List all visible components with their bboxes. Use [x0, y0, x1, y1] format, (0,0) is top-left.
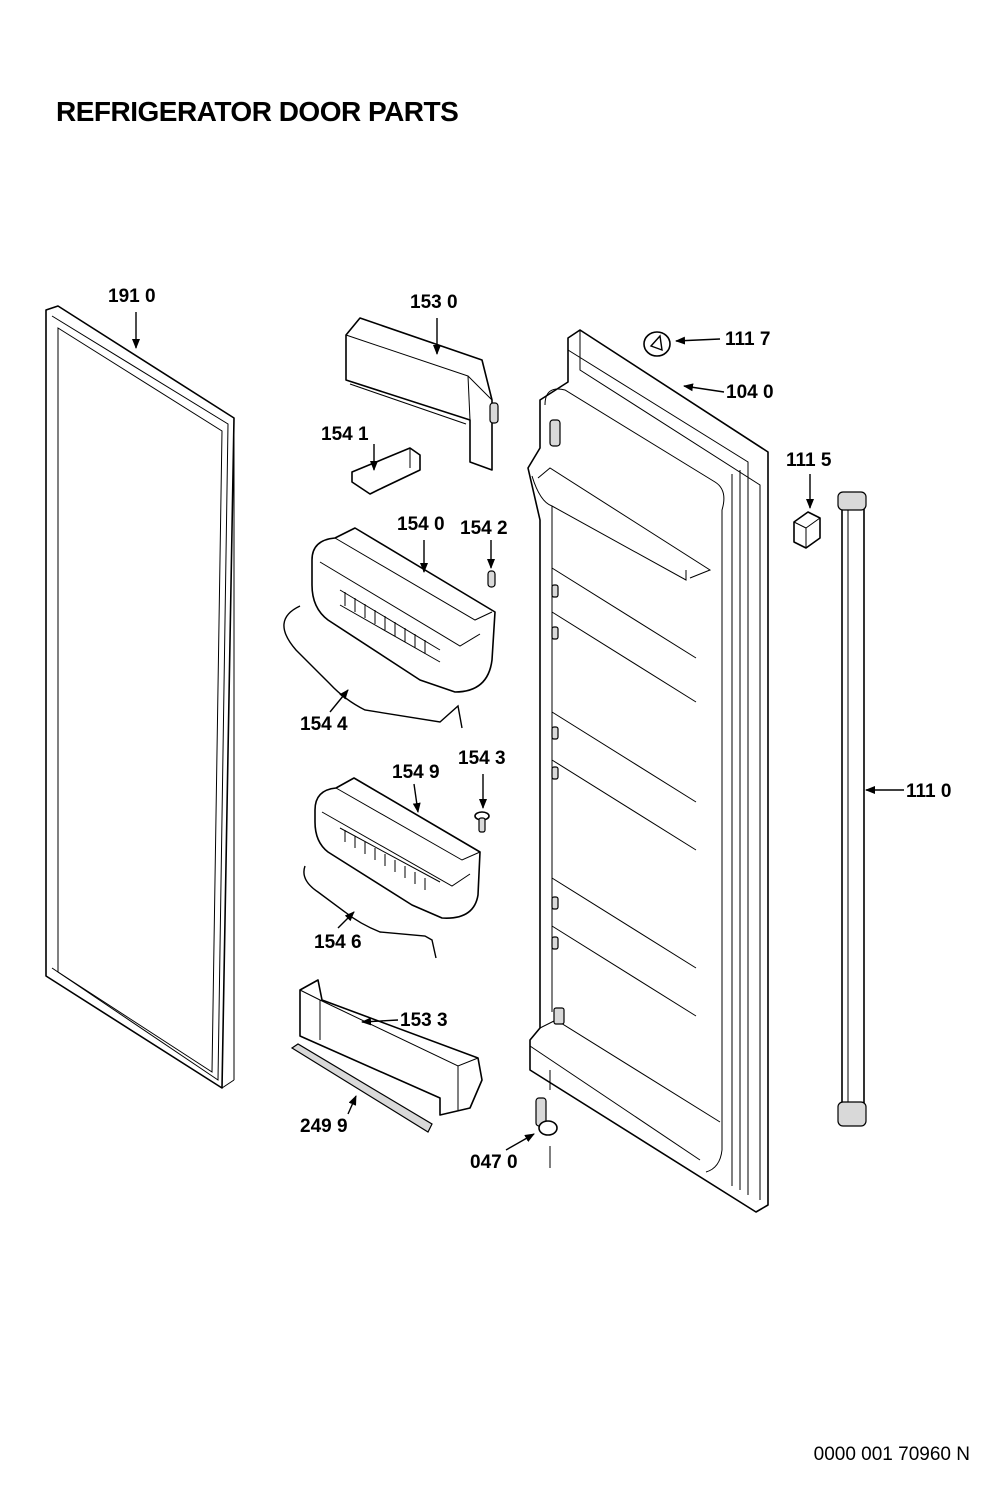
document-id: 0000 001 70960 N: [813, 1444, 970, 1465]
callout-labels: 191 0 153 0 154 1 154 0 154 2 154 4 154 …: [108, 286, 951, 1173]
handle-cap: [793, 511, 821, 549]
callout-upper-bin-rail: 154 4: [300, 714, 348, 735]
page-title: REFRIGERATOR DOOR PARTS: [56, 96, 459, 127]
callout-leaders: [132, 312, 904, 1151]
lower-door-bin: [314, 777, 481, 919]
callout-shelf-cover: 153 0: [410, 292, 458, 313]
callout-hinge-pin: 047 0: [470, 1152, 518, 1173]
callout-lower-bin-screw: 154 3: [458, 748, 506, 769]
callout-lower-bin: 154 9: [392, 762, 440, 783]
door-gasket: [45, 305, 235, 1089]
callout-handle-cap: 111 5: [786, 450, 832, 471]
upper-door-bin: [311, 527, 496, 693]
plug: [643, 331, 671, 357]
hinge-pin: [535, 1070, 558, 1168]
callout-cover-clip: 154 1: [321, 424, 369, 445]
callout-gasket: 191 0: [108, 286, 156, 307]
callout-handle: 111 0: [906, 781, 951, 802]
callout-door-liner: 104 0: [726, 382, 774, 403]
cover-clip: [351, 447, 421, 495]
lower-bin-screw: [474, 811, 490, 833]
bottom-shelf: [299, 979, 483, 1116]
shelf-strip: [290, 1043, 433, 1133]
callout-shelf-strip: 249 9: [300, 1116, 348, 1137]
callout-bottom-shelf: 153 3: [400, 1010, 448, 1031]
upper-bin-rail: [283, 605, 463, 729]
door-liner: [527, 329, 769, 1213]
callout-upper-bin-screw: 154 2: [460, 518, 508, 539]
shelf-cover: [345, 317, 499, 471]
callout-upper-bin: 154 0: [397, 514, 445, 535]
handle: [837, 491, 867, 1127]
callout-plug: 111 7: [725, 329, 770, 350]
upper-bin-screw: [487, 570, 496, 588]
callout-lower-bin-rail: 154 6: [314, 932, 362, 953]
